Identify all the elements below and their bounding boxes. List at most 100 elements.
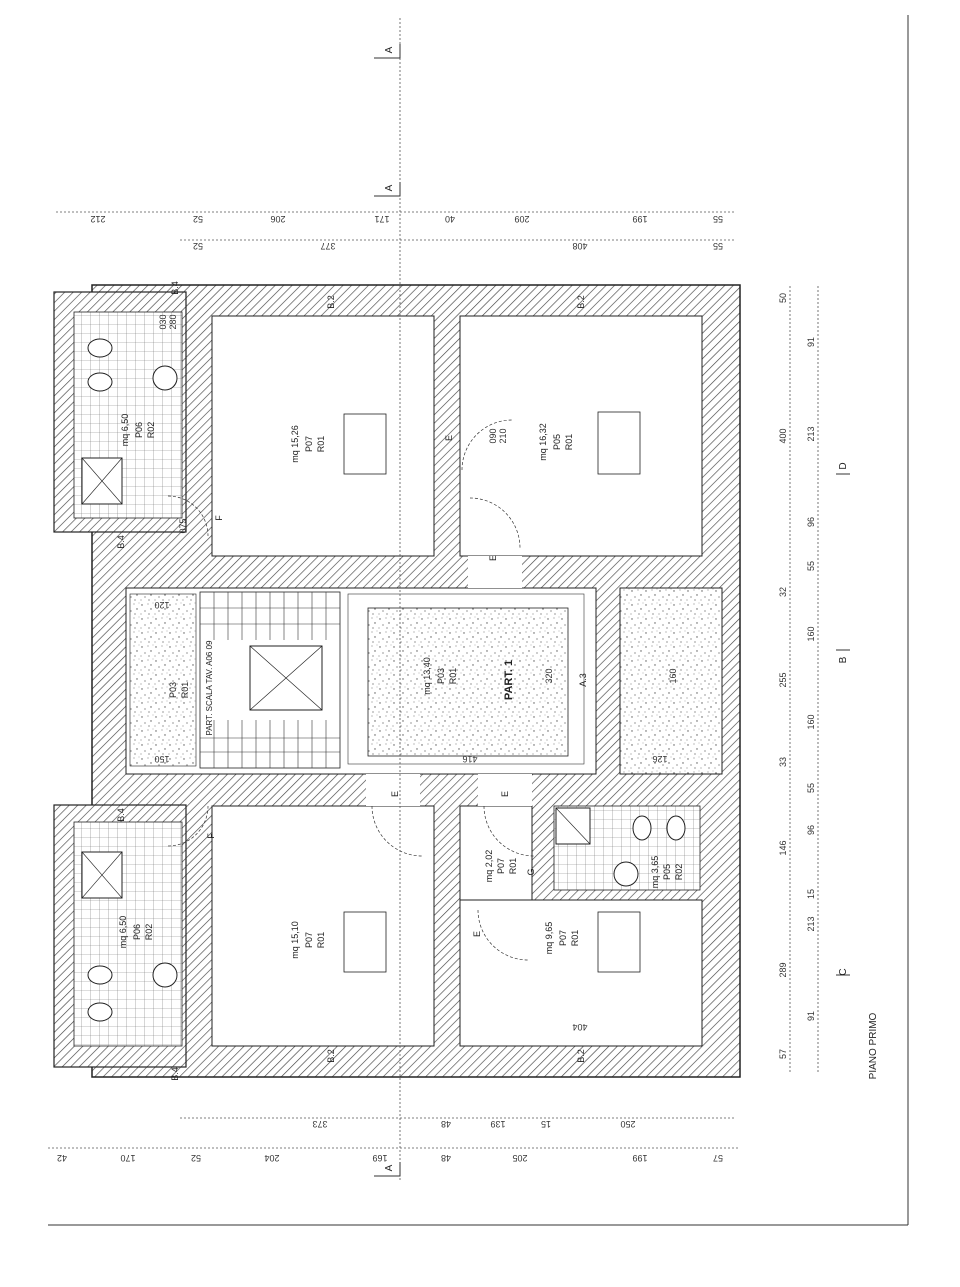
stair-part-label: PART. SCALA TAV. A06 09	[205, 640, 214, 736]
dim-top-outer: 55	[713, 214, 723, 224]
dim-bottom-inner: 15	[541, 1119, 551, 1129]
dim-bottom-outer: 57	[713, 1153, 723, 1163]
room-top-left-code: P07	[304, 436, 314, 452]
bath-top-left-code: P06	[134, 422, 144, 438]
window-label: B.4	[116, 535, 126, 549]
section-marker: A	[384, 184, 395, 191]
bathrooms	[73, 311, 701, 1047]
room-top-right-area: mq 16,32	[538, 423, 548, 461]
room-top-right-code: P05	[552, 434, 562, 450]
room-bottom-right-finish: R01	[570, 930, 580, 947]
door-label: E	[390, 791, 400, 797]
hall-code: P03	[436, 668, 446, 684]
dim-bottom-outer: 48	[441, 1153, 451, 1163]
dim-right-inner: 213	[806, 426, 816, 441]
room-top-left-area: mq 15,26	[290, 425, 300, 463]
dim-right-inner: 91	[806, 1011, 816, 1021]
dim-bottom-outer: 52	[191, 1153, 201, 1163]
dim-internal: 150	[154, 754, 169, 764]
stair-code: P03	[168, 682, 178, 698]
corridor-code: P07	[496, 858, 506, 874]
bath-bottom-left-area: mq 6,50	[118, 916, 128, 949]
corridor-finish: R01	[508, 858, 518, 875]
dim-right-outer: 289	[778, 962, 788, 977]
door-label: G	[526, 868, 536, 875]
dim-right-inner: 213	[806, 916, 816, 931]
dim-right-outer: 50	[778, 293, 788, 303]
dim-right-inner: 160	[806, 714, 816, 729]
staircase	[129, 591, 585, 769]
window-label: B.2	[576, 295, 586, 309]
dim-top-inner: 377	[320, 241, 335, 251]
dim-right-outer: 33	[778, 757, 788, 767]
bath-right-area: mq 3,65	[650, 856, 660, 889]
bath-bottom-left-finish: R02	[144, 924, 154, 941]
dim-right-inner: 91	[806, 337, 816, 347]
room-bottom-right-code: P07	[558, 930, 568, 946]
dim-right-outer: 57	[778, 1049, 788, 1059]
dim-internal: 030	[158, 314, 168, 329]
bath-right-code: P05	[662, 864, 672, 880]
top-outer-dimensions: 212 52 206 171 40 209 199 55	[90, 214, 723, 224]
door-label: E	[500, 791, 510, 797]
dim-internal: 404	[572, 1022, 587, 1032]
right-inner-dimensions: 91 213 96 55 160 160 55 96 15 213 91	[806, 337, 816, 1021]
dim-right-inner: 96	[806, 825, 816, 835]
dim-bottom-outer: 42	[57, 1153, 67, 1163]
bottom-outer-dimensions: 42 170 52 204 169 48 205 199 57	[57, 1153, 723, 1163]
internal-dimensions: 416 404 120 150 126 320 160 210 090 280 …	[154, 314, 678, 1032]
dim-top-inner: 55	[713, 241, 723, 251]
dim-internal: 160	[668, 668, 678, 683]
window-label: B.2	[326, 1049, 336, 1063]
window-label: B.4	[116, 808, 126, 822]
stair-finish: R01	[180, 682, 190, 699]
dim-bottom-outer: 199	[632, 1153, 647, 1163]
section-marker: A	[384, 46, 395, 53]
dim-right-inner: 15	[806, 889, 816, 899]
dim-top-inner: 52	[193, 241, 203, 251]
door-label: E	[488, 555, 498, 561]
corridor-area: mq 2,02	[484, 850, 494, 883]
dim-bottom-outer: 205	[512, 1153, 527, 1163]
dim-top-inner: 408	[572, 241, 587, 251]
hall-part-label: PART. 1	[503, 660, 515, 700]
section-arrows	[374, 44, 850, 1177]
dim-right-inner: 55	[806, 783, 816, 793]
room-labels: mq 15,26 P07 R01 mq 16,32 P05 R01 mq 15,…	[118, 414, 684, 959]
sheet-frame	[48, 15, 909, 1226]
door-swings	[167, 419, 535, 961]
section-marker: D	[838, 462, 849, 469]
dim-top-outer: 40	[445, 214, 455, 224]
dim-right-outer: 32	[778, 587, 788, 597]
room-bottom-left-area: mq 15,10	[290, 921, 300, 959]
radiators	[343, 411, 641, 973]
dim-internal: 320	[544, 668, 554, 683]
window-label: B.2	[326, 295, 336, 309]
bath-right-finish: R02	[674, 864, 684, 881]
dim-right-outer: 255	[778, 672, 788, 687]
dim-right-inner: 160	[806, 626, 816, 641]
door-label: E	[444, 435, 454, 441]
door-label: E	[472, 931, 482, 937]
dim-top-outer: 212	[90, 214, 105, 224]
dim-bottom-outer: 204	[264, 1153, 279, 1163]
dim-top-outer: 209	[514, 214, 529, 224]
door-labels: E E E E E F F G	[206, 435, 536, 937]
right-outer-dimensions: 50 400 32 255 33 146 289 57	[778, 293, 788, 1059]
dim-bottom-outer: 169	[372, 1153, 387, 1163]
window-label: B.4	[170, 281, 180, 295]
room-top-left-finish: R01	[316, 436, 326, 453]
dim-top-outer: 171	[374, 214, 389, 224]
hall-finish: R01	[448, 668, 458, 685]
section-marker: B	[838, 656, 849, 663]
hall-area: mq 13,40	[422, 657, 432, 695]
window-label: A.3	[578, 673, 588, 687]
section-markers: A A A B C D	[384, 46, 849, 1171]
section-marker: A	[384, 1164, 395, 1171]
dim-bottom-inner: 373	[312, 1119, 327, 1129]
bath-top-left-finish: R02	[146, 422, 156, 439]
dim-internal: 090	[488, 428, 498, 443]
window-labels: B.2 B.2 B.2 B.2 B.4 B.4 B.4 B.4 A.3	[116, 281, 588, 1081]
dim-top-outer: 206	[270, 214, 285, 224]
